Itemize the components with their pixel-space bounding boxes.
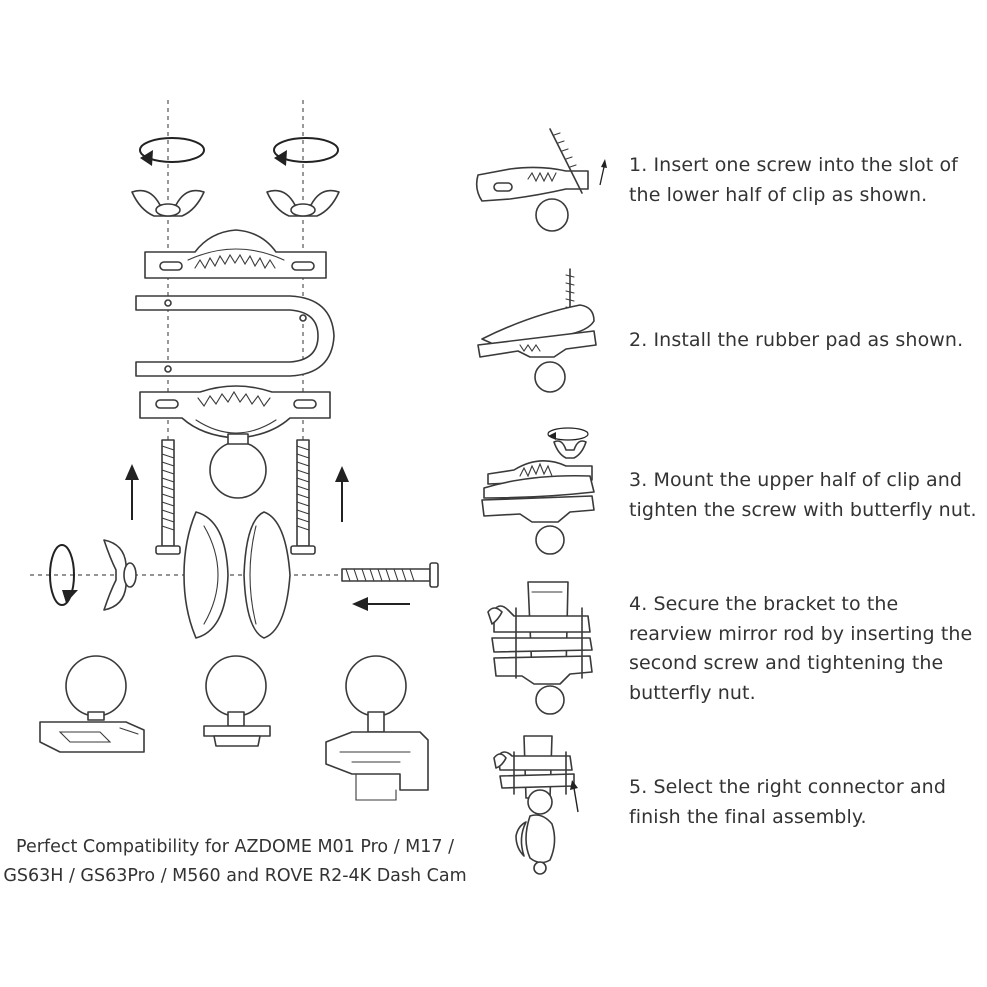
rotate-arrow-icon (139, 137, 205, 166)
step-3-text: 3. Mount the upper half of clip and tigh… (629, 466, 985, 525)
caption-line-1: Perfect Compatibility for AZDOME M01 Pro… (16, 837, 454, 857)
step-2-figure (477, 268, 597, 393)
step-number: 3. (629, 469, 648, 491)
step-1-figure (475, 128, 607, 232)
rotate-arrow-icon (49, 544, 78, 606)
step-description: Insert one screw into the slot of the lo… (629, 154, 958, 206)
step-description: Install the rubber pad as shown. (653, 329, 964, 351)
exploded-assembly-diagram (30, 100, 439, 801)
step-number: 2. (629, 329, 648, 351)
step-1-text: 1. Insert one screw into the slot of the… (629, 151, 985, 210)
connector-slide (203, 655, 271, 747)
step-2-text: 2. Install the rubber pad as shown. (629, 326, 985, 356)
vertical-screw-left (155, 439, 181, 555)
step-description: Mount the upper half of clip and tighten… (629, 469, 977, 521)
vertical-screw-right (290, 439, 316, 555)
step-5-figure (493, 735, 579, 875)
upper-clamp-half (144, 229, 327, 279)
lower-clamp-half (139, 385, 331, 439)
mount-ball (209, 441, 267, 499)
step-4-figure (487, 581, 593, 715)
direction-arrow-icon (125, 464, 139, 520)
pivot-arm (183, 511, 291, 639)
step-number: 1. (629, 154, 648, 176)
rubber-pad (135, 295, 335, 377)
step-3-figure (481, 427, 595, 555)
direction-arrow-icon (335, 466, 349, 522)
ball-neck (227, 433, 249, 445)
caption-line-2: GS63H / GS63Pro / M560 and ROVE R2-4K Da… (3, 865, 467, 886)
butterfly-nut-icon (131, 189, 205, 217)
butterfly-nut-icon (266, 189, 340, 217)
direction-arrow-icon (352, 597, 410, 611)
connector-bracket (325, 655, 429, 801)
connector-flat (39, 655, 145, 753)
step-number: 4. (629, 593, 648, 615)
step-4-text: 4. Secure the bracket to the rearview mi… (629, 590, 985, 708)
step-5-text: 5. Select the right connector and finish… (629, 773, 985, 832)
butterfly-nut-icon (103, 539, 137, 611)
step-description: Select the right connector and finish th… (629, 776, 946, 828)
rotate-arrow-icon (273, 137, 339, 166)
step-description: Secure the bracket to the rearview mirro… (629, 593, 973, 704)
horizontal-screw (341, 562, 439, 588)
compatibility-caption: Perfect Compatibility for AZDOME M01 Pro… (0, 833, 470, 890)
step-number: 5. (629, 776, 648, 798)
